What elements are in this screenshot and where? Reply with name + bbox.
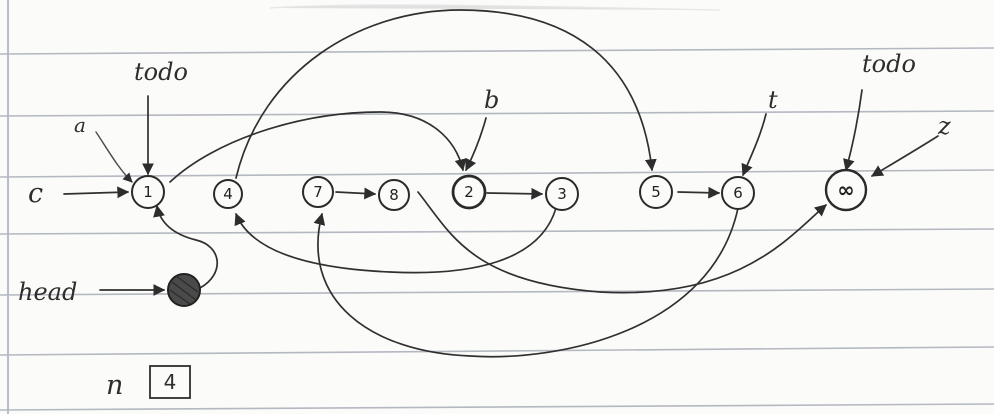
- node-1: 1: [131, 175, 165, 209]
- edge-7-to-8: [335, 187, 377, 200]
- edge-8-to-inf: [417, 191, 827, 294]
- pointer-t: [741, 113, 767, 177]
- edge-3-to-4: [234, 207, 557, 274]
- node-6: 6: [721, 176, 755, 210]
- label-t: t: [768, 86, 778, 114]
- edge-1-to-2: [169, 111, 467, 183]
- node-8: 8: [378, 179, 410, 211]
- adjacent-edges: [335, 186, 721, 200]
- node-7-label: 7: [313, 183, 323, 201]
- counter-name: n: [106, 370, 123, 401]
- pointer-b: [465, 117, 487, 172]
- edge-4-to-5: [235, 9, 657, 179]
- counter-box: [149, 365, 191, 399]
- label-head: head: [18, 278, 77, 306]
- node-1-label: 1: [143, 183, 153, 201]
- node-7: 7: [302, 176, 334, 208]
- node-inf-label: ∞: [837, 178, 855, 202]
- label-a: a: [74, 113, 86, 137]
- head-node-hatching: [169, 275, 199, 305]
- ruled-line: [0, 228, 994, 235]
- node-8-label: 8: [389, 186, 399, 204]
- ruled-line: [0, 346, 994, 356]
- edge-6-to-7: [313, 207, 739, 358]
- counter-value: 4: [164, 370, 177, 394]
- bleed-through-mark: [269, 4, 721, 11]
- counter: n 4: [106, 365, 191, 401]
- node-3-label: 3: [557, 185, 567, 203]
- label-todo-right: todo: [862, 50, 916, 78]
- variable-pointers: [63, 89, 939, 296]
- pointer-a: [95, 131, 133, 183]
- node-2: 2: [451, 174, 487, 210]
- ruled-line: [0, 47, 994, 55]
- node-4-label: 4: [223, 185, 233, 203]
- node-2-label: 2: [464, 183, 474, 201]
- ruled-line: [0, 169, 994, 178]
- head-node: [167, 273, 201, 307]
- edge-2-to-3: [486, 187, 544, 200]
- ruled-line: [0, 110, 994, 117]
- node-inf: ∞: [824, 168, 868, 212]
- ruled-line: [0, 403, 994, 411]
- label-z: z: [937, 112, 951, 140]
- ruled-line: [0, 288, 994, 296]
- label-b: b: [484, 86, 499, 114]
- pointer-z: [870, 135, 939, 177]
- node-4: 4: [213, 179, 243, 209]
- node-3: 3: [545, 177, 579, 211]
- pointer-labels: todo a c b t todo z head: [18, 50, 951, 306]
- label-todo-left: todo: [134, 58, 188, 86]
- pointer-todo-right: [843, 89, 863, 172]
- node-5-label: 5: [651, 183, 661, 201]
- pointer-edges: [153, 9, 827, 358]
- node-6-label: 6: [733, 184, 743, 202]
- node-5: 5: [639, 175, 673, 209]
- pointer-c: [63, 186, 130, 199]
- edge-5-to-6: [677, 186, 721, 199]
- list-nodes: 1 4 7 8 2 3 5: [131, 168, 868, 307]
- edge-head-to-1: [153, 204, 218, 289]
- head-node-shaded: [167, 273, 201, 307]
- label-c: c: [28, 178, 43, 209]
